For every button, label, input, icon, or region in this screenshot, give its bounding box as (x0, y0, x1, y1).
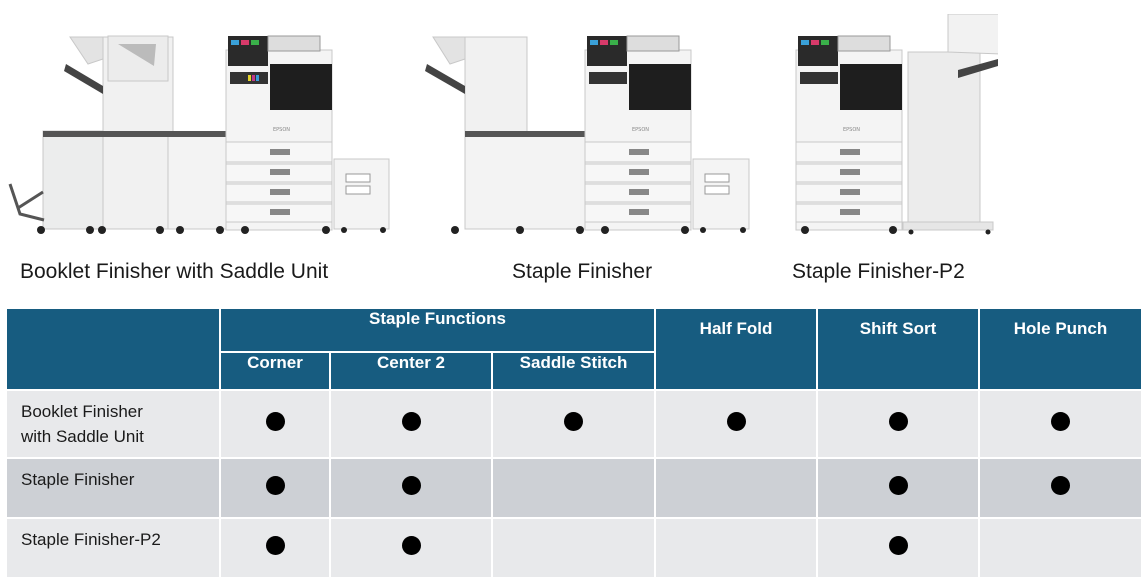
filled-circle-icon (401, 476, 421, 495)
printer-with-booklet-finisher-image: EPSON (8, 14, 393, 236)
filled-circle-icon (888, 412, 908, 431)
printer-with-staple-finisher-p2-image: EPSON (793, 14, 998, 236)
product-caption-staple-finisher-p2: Staple Finisher-P2 (792, 260, 965, 283)
product-caption-staple-finisher: Staple Finisher (512, 260, 653, 283)
feature-cell (219, 389, 331, 459)
row-label: Staple Finisher-P2 (5, 517, 221, 579)
feature-cell (219, 457, 331, 519)
table-row: Staple Finisher-P2 (5, 517, 1144, 579)
printer-with-staple-finisher-image: EPSON (425, 14, 755, 236)
feature-cell (329, 517, 493, 579)
feature-cell (654, 457, 819, 519)
feature-cell (816, 517, 981, 579)
header-half-fold: Half Fold (654, 307, 819, 391)
filled-circle-icon (265, 476, 285, 495)
row-label-line1: Staple Finisher (21, 470, 135, 489)
row-label-line2: with Saddle Unit (21, 427, 144, 446)
header-saddle-stitch: Saddle Stitch (490, 351, 657, 391)
feature-cell (654, 517, 819, 579)
header-corner-blank (5, 307, 221, 391)
feature-cell (490, 457, 657, 519)
feature-cell (329, 457, 493, 519)
row-label-line1: Booklet Finisher (21, 402, 143, 421)
feature-cell (219, 517, 331, 579)
feature-cell (816, 457, 981, 519)
filled-circle-icon (265, 412, 285, 431)
product-caption-booklet-finisher: Booklet Finisher with Saddle Unit (20, 260, 329, 283)
filled-circle-icon (401, 412, 421, 431)
filled-circle-icon (1051, 476, 1071, 495)
svg-text:EPSON: EPSON (273, 127, 290, 133)
header-center-2: Center 2 (329, 351, 493, 391)
header-staple-functions: Staple Functions (218, 307, 657, 353)
filled-circle-icon (564, 412, 584, 431)
feature-cell (816, 389, 981, 459)
table-row: Staple Finisher (5, 457, 1144, 519)
filled-circle-icon (888, 476, 908, 495)
row-label-line1: Staple Finisher-P2 (21, 530, 161, 549)
feature-cell (978, 389, 1144, 459)
header-corner: Corner (219, 351, 331, 391)
feature-cell (329, 389, 493, 459)
header-shift-sort: Shift Sort (816, 307, 981, 391)
feature-cell (654, 389, 819, 459)
feature-cell (978, 457, 1144, 519)
filled-circle-icon (265, 536, 285, 555)
filled-circle-icon (1051, 412, 1071, 431)
finisher-feature-table: Staple Functions Half Fold Shift Sort Ho… (5, 307, 1144, 579)
filled-circle-icon (888, 536, 908, 555)
svg-text:EPSON: EPSON (843, 127, 860, 133)
table-row: Booklet Finisher with Saddle Unit (5, 389, 1144, 459)
header-hole-punch: Hole Punch (978, 307, 1144, 391)
row-label: Staple Finisher (5, 457, 221, 519)
filled-circle-icon (401, 536, 421, 555)
row-label: Booklet Finisher with Saddle Unit (5, 389, 221, 459)
feature-cell (490, 517, 657, 579)
svg-text:EPSON: EPSON (632, 127, 649, 133)
feature-cell (490, 389, 657, 459)
filled-circle-icon (726, 412, 746, 431)
feature-cell (978, 517, 1144, 579)
